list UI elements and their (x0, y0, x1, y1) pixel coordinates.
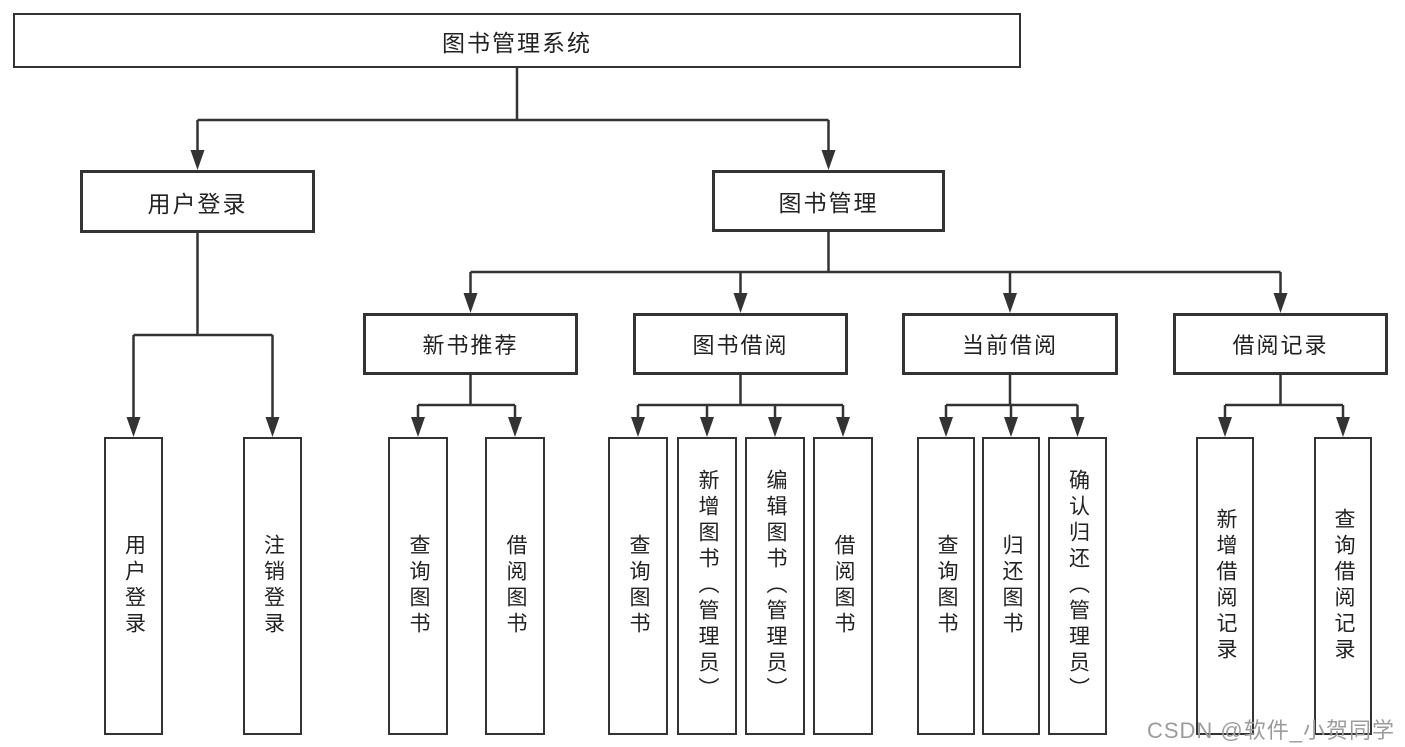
node-user-login: 用户登录 (80, 170, 315, 233)
node-root: 图书管理系统 (13, 13, 1021, 68)
leaf-borrow-books-rec: 借阅图书 (485, 437, 545, 735)
node-new-book-rec: 新书推荐 (363, 313, 578, 375)
leaf-confirm-return-admin: 确认归还（管理员） (1048, 437, 1107, 735)
leaf-query-books-current: 查询图书 (917, 437, 975, 735)
node-current-borrow: 当前借阅 (902, 313, 1118, 375)
leaf-query-books-borrow: 查询图书 (608, 437, 668, 735)
leaf-add-borrow-record: 新增借阅记录 (1196, 437, 1254, 735)
leaf-return-book: 归还图书 (982, 437, 1040, 735)
leaf-query-books-rec: 查询图书 (388, 437, 448, 735)
leaf-borrow-books-borrow: 借阅图书 (813, 437, 873, 735)
leaf-logout: 注销登录 (243, 437, 302, 735)
leaf-query-borrow-record: 查询借阅记录 (1314, 437, 1372, 735)
node-borrow-records: 借阅记录 (1173, 313, 1388, 375)
leaf-user-login: 用户登录 (104, 437, 163, 735)
leaf-add-book-admin: 新增图书（管理员） (677, 437, 737, 735)
leaf-edit-book-admin: 编辑图书（管理员） (745, 437, 805, 735)
csdn-watermark: CSDN @软件_小贺同学 (1146, 718, 1395, 743)
node-book-borrow: 图书借阅 (633, 313, 848, 375)
node-book-mgmt: 图书管理 (712, 170, 945, 232)
